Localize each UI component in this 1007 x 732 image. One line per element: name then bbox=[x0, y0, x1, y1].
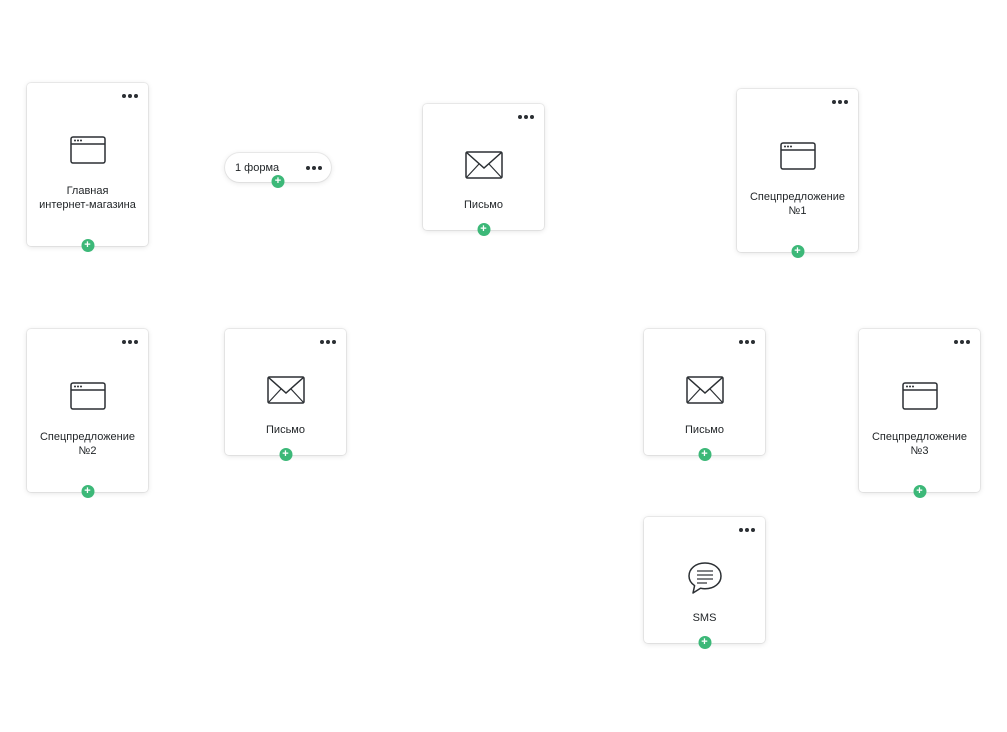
more-options-icon[interactable] bbox=[518, 113, 534, 121]
add-node-button[interactable]: + bbox=[81, 485, 94, 498]
node-label: Письмо bbox=[685, 424, 724, 436]
add-node-button[interactable]: + bbox=[271, 175, 285, 188]
browser-window-icon bbox=[69, 136, 106, 164]
envelope-icon bbox=[685, 376, 724, 404]
node-card-special-2[interactable]: Спецпредложение №2 + bbox=[27, 329, 148, 498]
browser-window-icon bbox=[901, 382, 938, 410]
more-options-icon[interactable] bbox=[306, 164, 322, 172]
node-label: Спецпредложение №1 bbox=[749, 191, 846, 217]
add-node-button[interactable]: + bbox=[698, 636, 711, 649]
node-card-special-3[interactable]: Спецпредложение №3 + bbox=[859, 329, 980, 498]
add-node-button[interactable]: + bbox=[698, 448, 711, 461]
more-options-icon[interactable] bbox=[739, 526, 755, 534]
node-card-email-1[interactable]: Письмо + bbox=[423, 104, 544, 236]
node-label: Спецпредложение №2 bbox=[39, 431, 136, 457]
add-node-button[interactable]: + bbox=[279, 448, 292, 461]
add-node-button[interactable]: + bbox=[81, 239, 94, 252]
envelope-icon bbox=[464, 151, 503, 179]
node-label: Спецпредложение №3 bbox=[871, 431, 968, 457]
node-label: Письмо bbox=[464, 199, 503, 211]
more-options-icon[interactable] bbox=[832, 98, 848, 106]
envelope-icon bbox=[266, 376, 305, 404]
more-options-icon[interactable] bbox=[954, 338, 970, 346]
node-card-special-1[interactable]: Спецпредложение №1 + bbox=[737, 89, 858, 258]
speech-bubble-icon bbox=[687, 562, 722, 594]
more-options-icon[interactable] bbox=[122, 338, 138, 346]
node-label: Письмо bbox=[266, 424, 305, 436]
node-card-main-shop[interactable]: Главная интернет-магазина + bbox=[27, 83, 148, 252]
browser-window-icon bbox=[69, 382, 106, 410]
browser-window-icon bbox=[779, 142, 816, 170]
form-node[interactable]: 1 форма + bbox=[225, 153, 331, 188]
node-card-email-2[interactable]: Письмо + bbox=[225, 329, 346, 461]
more-options-icon[interactable] bbox=[739, 338, 755, 346]
add-node-button[interactable]: + bbox=[913, 485, 926, 498]
form-node-label: 1 форма bbox=[235, 162, 280, 174]
node-card-email-3[interactable]: Письмо + bbox=[644, 329, 765, 461]
more-options-icon[interactable] bbox=[320, 338, 336, 346]
node-label: Главная интернет-магазина bbox=[39, 185, 136, 211]
more-options-icon[interactable] bbox=[122, 92, 138, 100]
add-node-button[interactable]: + bbox=[477, 223, 490, 236]
node-card-sms[interactable]: SMS + bbox=[644, 517, 765, 649]
node-label: SMS bbox=[692, 612, 717, 624]
add-node-button[interactable]: + bbox=[791, 245, 804, 258]
